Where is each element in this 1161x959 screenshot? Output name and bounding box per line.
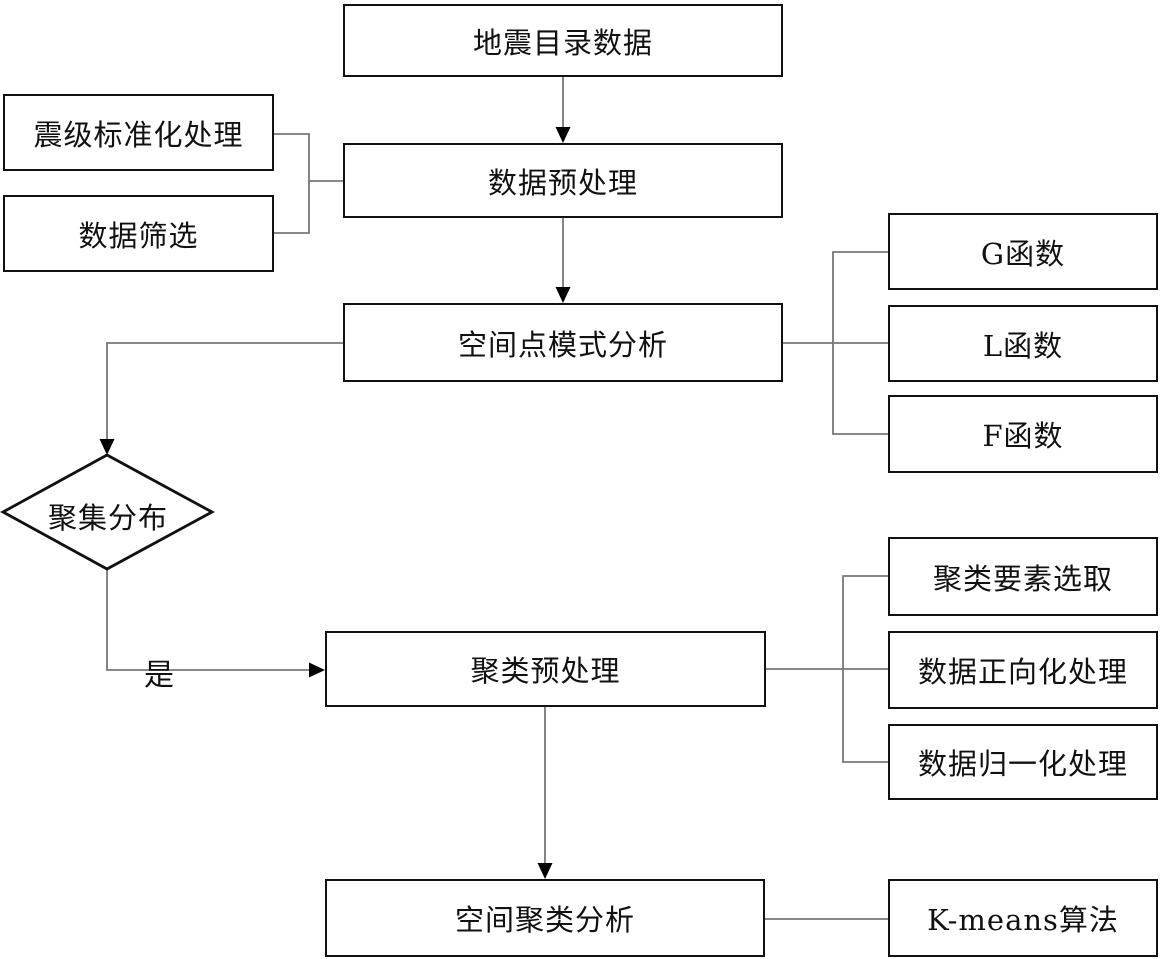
node-data-preprocessing: 数据预处理 — [343, 143, 783, 218]
node-l-function: L函数 — [888, 305, 1158, 382]
node-label: 震级标准化处理 — [33, 117, 244, 152]
node-cluster-element-selection: 聚类要素选取 — [888, 537, 1158, 616]
node-data-positivization: 数据正向化处理 — [888, 631, 1158, 709]
node-label: L函数 — [982, 328, 1064, 363]
node-clustering-preprocessing: 聚类预处理 — [325, 631, 766, 707]
node-label: 空间点模式分析 — [457, 327, 668, 362]
node-data-normalization: 数据归一化处理 — [888, 724, 1158, 800]
connector-left-bracket — [274, 133, 310, 234]
connector-pointpattern-to-decision — [106, 342, 343, 441]
node-kmeans-algorithm: K-means算法 — [888, 879, 1158, 957]
arrowhead-down-preprocessing — [555, 127, 571, 143]
node-label: 聚类要素选取 — [932, 561, 1113, 596]
node-label: 数据预处理 — [487, 165, 638, 200]
decision-yes-label: 是 — [144, 658, 175, 693]
node-label: 数据正向化处理 — [917, 655, 1128, 689]
arrowhead-down-pointpattern — [555, 287, 571, 303]
node-label: G函数 — [980, 236, 1066, 271]
node-g-function: G函数 — [888, 213, 1158, 290]
connector-decision-to-clusterprep — [106, 569, 311, 671]
decision-diamond-label: 聚集分布 — [47, 501, 168, 535]
node-f-function: F函数 — [888, 395, 1158, 473]
node-label: K-means算法 — [927, 903, 1119, 937]
connector-glf-bracket — [832, 251, 888, 435]
node-data-filtering: 数据筛选 — [3, 195, 274, 272]
node-label: 聚类预处理 — [470, 654, 621, 688]
node-earthquake-catalog: 地震目录数据 — [343, 4, 783, 77]
decision-diamond-shape — [0, 453, 215, 571]
node-label: F函数 — [982, 419, 1064, 453]
node-spatial-clustering-analysis: 空间聚类分析 — [325, 879, 765, 957]
node-label: 地震目录数据 — [472, 25, 653, 60]
node-spatial-point-pattern-analysis: 空间点模式分析 — [343, 303, 783, 382]
arrowhead-down-decision — [99, 439, 115, 455]
node-label: 空间聚类分析 — [454, 903, 635, 937]
arrowhead-right-clusterprep — [309, 662, 325, 678]
node-magnitude-standardization: 震级标准化处理 — [3, 94, 274, 171]
arrowhead-down-spatialcluster — [537, 863, 553, 879]
node-label: 数据归一化处理 — [917, 747, 1128, 781]
connector-cluster-bracket — [842, 575, 888, 763]
node-label: 数据筛选 — [78, 218, 199, 253]
